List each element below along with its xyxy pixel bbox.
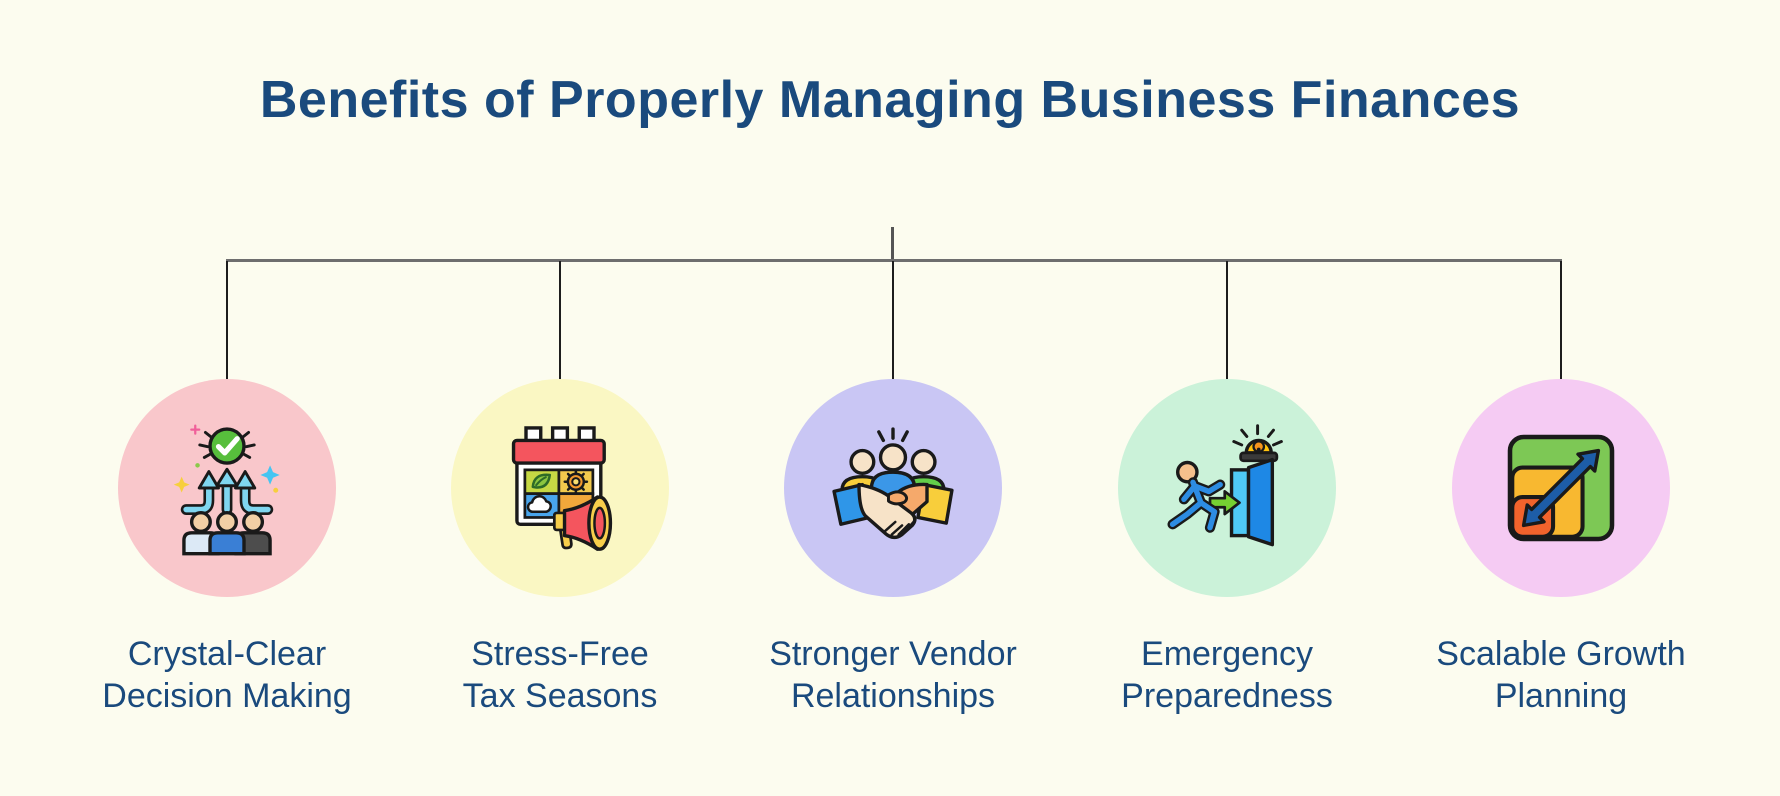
vendor-handshake-icon	[832, 427, 954, 540]
connector-drop-2	[559, 261, 561, 380]
benefit-label-vendor-relationships: Stronger Vendor Relationships	[769, 635, 1017, 715]
tax-calendar-megaphone-icon	[511, 426, 613, 551]
team-decision-icon	[173, 424, 280, 556]
benefit-label-emergency-preparedness: Emergency Preparedness	[1121, 635, 1333, 715]
emergency-exit-icon	[1167, 424, 1283, 547]
benefit-circle-vendor-relationships	[784, 379, 1002, 597]
connector-drop-4	[1226, 261, 1228, 380]
benefit-label-decision-making: Crystal-Clear Decision Making	[102, 635, 352, 715]
benefit-circle-growth-planning	[1452, 379, 1670, 597]
connector-horizontal-line	[226, 259, 1562, 262]
connector-drop-5	[1560, 261, 1562, 380]
benefit-label-growth-planning: Scalable Growth Planning	[1436, 635, 1686, 715]
benefit-circle-emergency-preparedness	[1118, 379, 1336, 597]
benefit-circle-decision-making	[118, 379, 336, 597]
benefit-circle-tax-seasons	[451, 379, 669, 597]
page-title: Benefits of Properly Managing Business F…	[259, 71, 1521, 129]
connector-drop-3	[892, 261, 894, 380]
connector-stem	[891, 227, 894, 261]
benefit-label-tax-seasons: Stress-Free Tax Seasons	[462, 635, 658, 715]
connector-drop-1	[226, 261, 228, 380]
growth-scaling-icon	[1507, 434, 1615, 542]
